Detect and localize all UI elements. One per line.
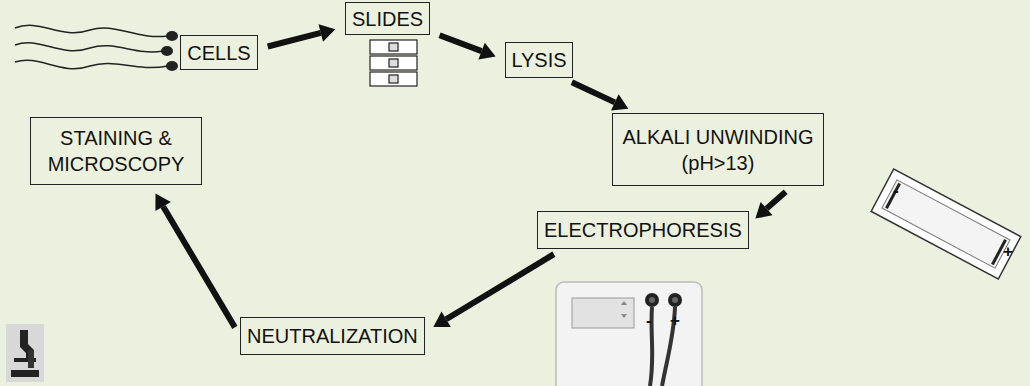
arrow-head <box>478 43 495 60</box>
flow-arrow <box>755 192 785 219</box>
flow-arrow <box>155 194 234 328</box>
arrow-shaft <box>268 33 321 47</box>
process-box: ALKALI UNWINDING (pH>13) <box>612 113 824 186</box>
process-box: SLIDES <box>345 2 430 35</box>
flow-arrow <box>572 82 629 110</box>
electrode-sign: - <box>893 182 899 199</box>
process-box: NEUTRALIZATION <box>240 317 425 355</box>
terminal-sign: - <box>646 312 652 329</box>
arrow-head <box>155 194 170 211</box>
process-box: LYSIS <box>505 42 573 78</box>
arrow-shaft <box>572 82 615 102</box>
node-label: ALKALI UNWINDING (pH>13) <box>619 124 817 176</box>
node-label: STAINING & MICROSCOPY <box>37 125 195 177</box>
process-box: STAINING & MICROSCOPY <box>30 117 202 185</box>
arrow-shaft <box>446 254 554 319</box>
node-label: ELECTROPHORESIS <box>544 217 742 243</box>
microscope-icon <box>6 324 44 382</box>
arrow-head <box>611 94 628 110</box>
node-label: LYSIS <box>511 47 566 73</box>
power-supply <box>556 282 702 386</box>
cell-heads <box>161 31 178 71</box>
flow-arrow <box>433 254 554 327</box>
gel-tray <box>871 169 1021 279</box>
node-label: NEUTRALIZATION <box>247 323 418 349</box>
arrow-head <box>755 202 772 219</box>
flow-arrow <box>268 24 336 46</box>
electrode-sign: + <box>1003 243 1013 260</box>
arrow-shaft <box>163 206 235 327</box>
process-box: ELECTROPHORESIS <box>537 211 749 249</box>
flow-arrow <box>440 35 496 59</box>
cell-illustration <box>15 25 168 68</box>
arrow-shaft <box>440 35 482 51</box>
node-label: CELLS <box>187 40 250 66</box>
node-label: SLIDES <box>352 6 423 32</box>
arrow-shaft <box>767 192 786 209</box>
arrow-head <box>433 312 450 327</box>
arrow-head <box>319 24 336 41</box>
terminal-sign: + <box>670 312 680 329</box>
process-box: CELLS <box>180 35 258 70</box>
slide-icons <box>370 40 417 86</box>
